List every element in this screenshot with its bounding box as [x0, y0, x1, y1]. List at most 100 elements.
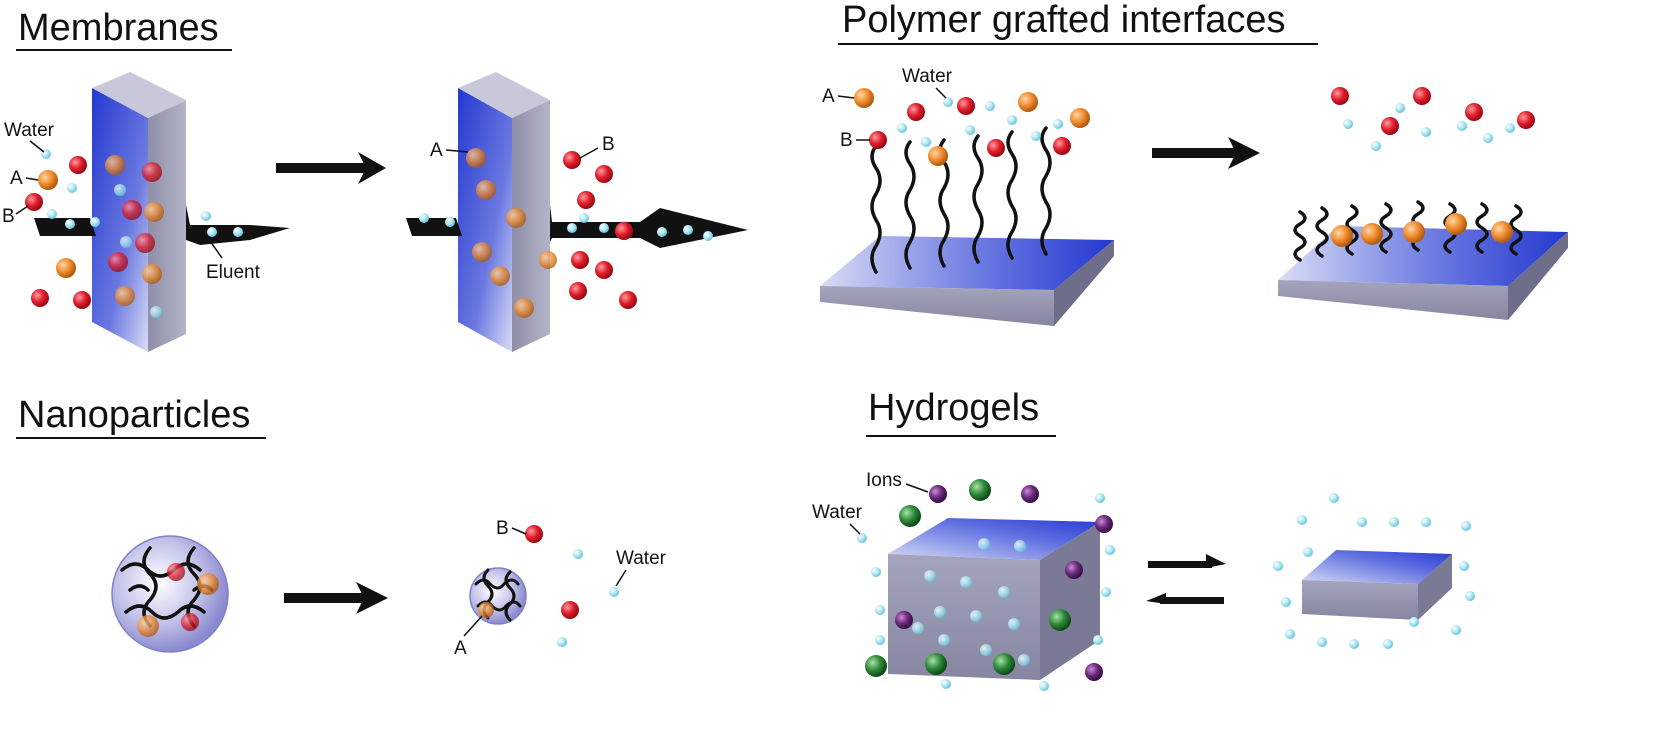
- membrane-front-face: [458, 88, 512, 352]
- particle-b: [525, 525, 543, 543]
- particle-a: [56, 258, 76, 278]
- particle-b: [595, 261, 613, 279]
- particle-b: [135, 233, 155, 253]
- particle-a: [476, 180, 496, 200]
- water-molecule: [1389, 517, 1399, 527]
- ion-green: [899, 505, 921, 527]
- ion-purple: [1021, 485, 1039, 503]
- water-molecule: [67, 183, 77, 193]
- water-molecule: [1465, 591, 1475, 601]
- water-molecule: [90, 217, 100, 227]
- particle-b: [1053, 137, 1071, 155]
- membrane-before: Water A B Eluent: [2, 72, 290, 352]
- particle-b: [569, 282, 587, 300]
- water-molecule: [1329, 493, 1339, 503]
- water-molecule: [703, 231, 713, 241]
- membrane-top-face: [458, 72, 550, 118]
- ion-green: [993, 653, 1015, 675]
- water-molecule: [419, 213, 429, 223]
- particle-a: [115, 286, 135, 306]
- water-molecule: [1093, 635, 1103, 645]
- nanoparticles-panel: Nanoparticles: [16, 394, 667, 659]
- membranes-title: Membranes: [18, 7, 219, 49]
- label-water: Water: [812, 502, 863, 523]
- water-molecule: [1459, 561, 1469, 571]
- water-molecule: [1039, 681, 1049, 691]
- ion-green: [969, 479, 991, 501]
- water-molecule: [1421, 517, 1431, 527]
- particle-a: [144, 202, 164, 222]
- water-molecule: [871, 567, 881, 577]
- water-molecule: [233, 227, 243, 237]
- right-arrow-icon: [284, 582, 388, 614]
- water-molecule: [150, 306, 162, 318]
- particle-b: [869, 131, 887, 149]
- label-water: Water: [616, 548, 667, 569]
- particle-a: [539, 251, 557, 269]
- water-molecule: [1031, 131, 1041, 141]
- label-b: B: [840, 130, 853, 151]
- water-molecule: [573, 549, 583, 559]
- particle-b: [1381, 117, 1399, 135]
- water-molecule: [1281, 597, 1291, 607]
- particle-b: [122, 200, 142, 220]
- label-eluent: Eluent: [206, 262, 261, 283]
- water-molecule: [47, 209, 57, 219]
- water-molecule: [557, 637, 567, 647]
- membrane-top-face: [92, 72, 186, 118]
- hydrogels-title: Hydrogels: [868, 387, 1039, 429]
- polymer-panel: Polymer grafted interfaces: [820, 0, 1568, 326]
- particle-b: [69, 156, 87, 174]
- polymer-slab-after: [1278, 226, 1568, 320]
- water-molecule: [1357, 517, 1367, 527]
- label-ions: Ions: [866, 470, 902, 491]
- particle-a: [1361, 223, 1383, 245]
- particle-b: [561, 601, 579, 619]
- water-molecule: [875, 605, 885, 615]
- hydrogel-collapsed: [1302, 550, 1452, 620]
- water-molecule: [609, 587, 619, 597]
- label-water: Water: [4, 120, 55, 141]
- label-a: A: [822, 86, 835, 107]
- water-molecule: [445, 217, 455, 227]
- polymer-slab-before: [820, 236, 1114, 326]
- label-b: B: [496, 518, 509, 539]
- particle-a: [1403, 221, 1425, 243]
- flow-arrow-out-icon: [550, 205, 748, 248]
- water-molecule: [1053, 119, 1063, 129]
- water-molecule: [1483, 133, 1493, 143]
- water-molecule: [683, 225, 693, 235]
- particle-a: [514, 298, 534, 318]
- water-molecule: [985, 101, 995, 111]
- water-molecule: [1461, 521, 1471, 531]
- particle-a: [506, 208, 526, 228]
- particle-a: [854, 88, 874, 108]
- particle-b: [615, 222, 633, 240]
- water-molecule: [1285, 629, 1295, 639]
- water-molecule: [1421, 127, 1431, 137]
- particle-b: [108, 252, 128, 272]
- water-molecule: [875, 635, 885, 645]
- particle-a: [1018, 92, 1038, 112]
- water-molecule: [579, 213, 589, 223]
- water-molecule: [1317, 637, 1327, 647]
- water-molecule: [65, 219, 75, 229]
- nanoparticle-swollen: [111, 535, 229, 653]
- membranes-panel: Membranes: [2, 7, 748, 352]
- water-molecule: [897, 123, 907, 133]
- water-molecule: [567, 223, 577, 233]
- water-molecule: [1101, 587, 1111, 597]
- particle-b: [957, 97, 975, 115]
- particle-b: [907, 103, 925, 121]
- particle-b: [987, 139, 1005, 157]
- label-a: A: [10, 168, 23, 189]
- particle-b: [595, 165, 613, 183]
- polymer-brushes-extended: [870, 126, 1052, 274]
- particle-b: [25, 193, 43, 211]
- water-molecule: [1505, 123, 1515, 133]
- water-molecule: [943, 97, 953, 107]
- water-molecule: [1409, 617, 1419, 627]
- label-a: A: [454, 638, 467, 659]
- particle-b: [1517, 111, 1535, 129]
- water-molecule: [1273, 561, 1283, 571]
